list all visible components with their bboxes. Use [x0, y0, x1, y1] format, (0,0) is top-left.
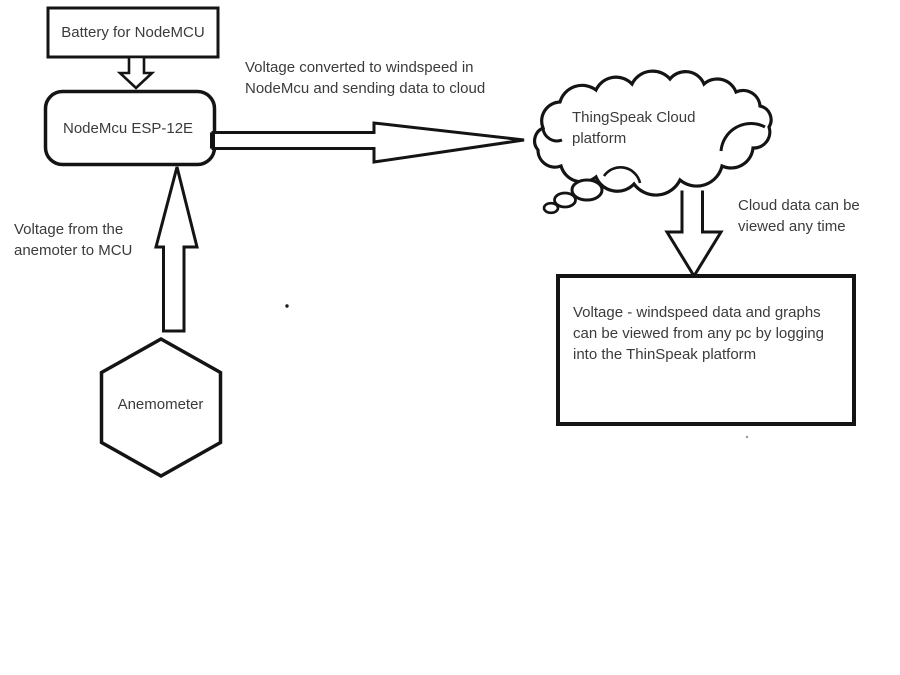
result-box-text: Voltage - windspeed data and graphs can … [573, 302, 853, 365]
cloud-inner-curl-right [719, 121, 766, 152]
result-box-shape [556, 274, 856, 426]
annotation-voltage-from-anemometer-line2: anemoter to MCU [14, 242, 133, 259]
result-box-line2: can be viewed from any pc by logging [573, 325, 824, 342]
cloud-label-line1: ThingSpeak Cloud [572, 109, 696, 126]
annotation-cloud-view-line1: Cloud data can be [738, 197, 860, 214]
thought-bubble-medium [553, 191, 577, 209]
arrow-nodemcu-to-cloud-base [210, 132, 215, 149]
annotation-cloud-view: Cloud data can be viewed any time [738, 195, 860, 237]
arrow-anemometer-to-nodemcu [154, 166, 199, 333]
arrow-cloud-to-result-box [664, 190, 724, 279]
nodemcu-label: NodeMcu ESP-12E [63, 120, 194, 137]
cloud-label: ThingSpeak Cloud platform [572, 107, 695, 149]
arrow-nodemcu-to-cloud [211, 121, 525, 164]
annotation-cloud-view-line2: viewed any time [738, 218, 846, 235]
thought-bubble-small [542, 201, 560, 215]
result-box-line1: Voltage - windspeed data and graphs [573, 304, 821, 321]
stray-dot-below-result-box [745, 435, 749, 439]
annotation-voltage-to-cloud-line1: Voltage converted to windspeed in [245, 59, 474, 76]
anemometer-label: Anemometer [117, 395, 204, 413]
annotation-voltage-to-cloud-line2: NodeMcu and sending data to cloud [245, 80, 486, 97]
cloud-shape [533, 69, 773, 197]
nodemcu-box-shape [43, 89, 217, 167]
annotation-voltage-from-anemometer-line1: Voltage from the [14, 221, 124, 238]
result-box-line3: into the ThinSpeak platform [573, 346, 757, 363]
annotation-voltage-from-anemometer: Voltage from the anemoter to MCU [14, 219, 132, 261]
battery-label: Battery for NodeMCU [61, 24, 205, 41]
thought-bubble-large [570, 178, 604, 202]
arrow-battery-to-nodemcu [116, 55, 156, 90]
stray-dot-center [285, 304, 289, 308]
cloud-inner-curl-bottom [602, 166, 642, 184]
annotation-voltage-to-cloud: Voltage converted to windspeed in NodeMc… [245, 57, 485, 99]
cloud-inner-curl-left [541, 127, 563, 143]
cloud-label-line2: platform [572, 130, 627, 147]
anemometer-hexagon-shape [99, 336, 223, 479]
